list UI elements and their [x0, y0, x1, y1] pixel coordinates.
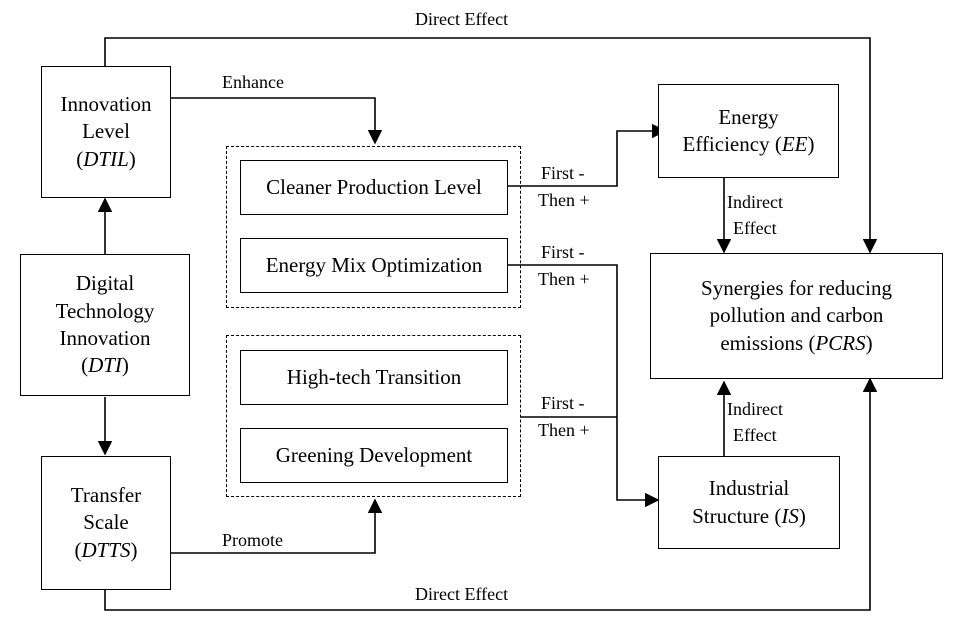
energy-efficiency-line1: Energy — [718, 104, 779, 129]
greening-box: Greening Development — [240, 428, 508, 483]
indirect-effect-label-1a: Indirect — [727, 192, 783, 212]
dti-box: Digital Technology Innovation (DTI) — [20, 254, 190, 396]
pcrs-box: Synergies for reducing pollution and car… — [650, 253, 943, 379]
direct-effect-top-label: Direct Effect — [415, 9, 509, 29]
energy-efficiency-line2: Efficiency — [682, 132, 770, 156]
enhance-label: Enhance — [222, 72, 284, 92]
industrial-structure-box: Industrial Structure (IS) — [658, 456, 840, 549]
promote-label: Promote — [222, 530, 283, 550]
dti-line2: Technology — [55, 298, 155, 323]
pcrs-line2: pollution and carbon — [709, 303, 884, 328]
then-label-1: Then + — [538, 190, 590, 210]
cleaner-production-box: Cleaner Production Level — [240, 160, 508, 215]
direct-effect-bottom-arrow — [104, 377, 878, 611]
cleaner-production-label: Cleaner Production Level — [266, 174, 482, 199]
greening-label: Greening Development — [275, 442, 473, 467]
energy-mix-label: Energy Mix Optimization — [265, 252, 483, 277]
direct-effect-bottom-label: Direct Effect — [415, 584, 509, 604]
direct-effect-top-arrow — [104, 37, 878, 254]
cleaner-to-ee-arrow — [507, 123, 667, 187]
dti-abbr: DTI — [88, 353, 122, 378]
innovation-level-box: Innovation Level (DTIL) — [41, 66, 171, 198]
dti-line3: Innovation — [59, 326, 151, 350]
indirect-effect-label-1b: Effect — [733, 218, 777, 238]
first-label-3: First - — [541, 393, 585, 413]
innovation-level-line2: Level — [82, 119, 130, 144]
pcrs-line3: emissions — [720, 330, 804, 355]
energy-efficiency-box: Energy Efficiency (EE) — [658, 84, 839, 178]
innovation-level-line1: Innovation — [60, 92, 152, 117]
industrial-structure-line1: Industrial — [708, 476, 790, 501]
promote-arrow — [170, 498, 383, 554]
energymix-to-is-arrow — [507, 264, 660, 508]
first-label-1: First - — [541, 163, 585, 183]
industrial-structure-line2: Structure — [692, 503, 770, 528]
indirect-effect-label-2a: Indirect — [727, 399, 783, 419]
enhance-arrow — [170, 97, 383, 145]
innovation-level-abbr: DTIL — [83, 146, 129, 171]
dashed-group-mechanisms-top — [226, 146, 521, 308]
first-label-2: First - — [541, 242, 585, 262]
indirect-effect-label-2b: Effect — [733, 425, 777, 445]
then-label-3: Then + — [538, 420, 590, 440]
industrial-structure-abbr: IS — [781, 503, 799, 528]
transfer-scale-abbr: DTTS — [81, 537, 131, 562]
pcrs-line1: Synergies for reducing — [701, 276, 892, 301]
transfer-scale-line1: Transfer — [70, 483, 142, 508]
dti-line1: Digital — [75, 271, 135, 296]
pcrs-abbr: PCRS — [815, 330, 866, 355]
transfer-scale-box: Transfer Scale (DTTS) — [41, 456, 171, 590]
energy-mix-box: Energy Mix Optimization — [240, 238, 508, 293]
dashed-group-mechanisms-bottom — [226, 335, 521, 497]
then-label-2: Then + — [538, 269, 590, 289]
transfer-scale-line2: Scale — [83, 510, 129, 535]
high-tech-label: High-tech Transition — [286, 364, 462, 389]
energy-efficiency-abbr: EE — [781, 132, 808, 156]
high-tech-box: High-tech Transition — [240, 350, 508, 405]
